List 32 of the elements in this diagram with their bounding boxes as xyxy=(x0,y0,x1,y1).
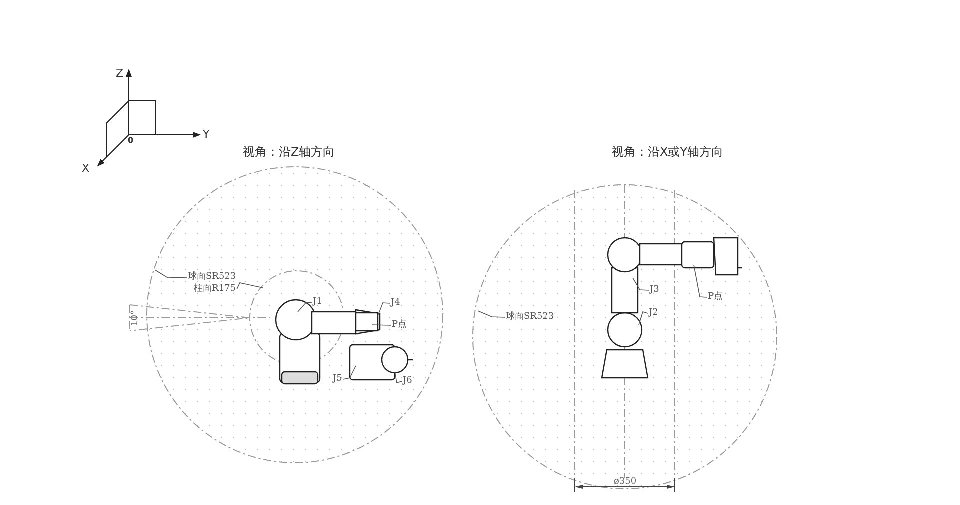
leader-line xyxy=(694,264,708,298)
axis-label: Z xyxy=(116,68,124,79)
leader-line xyxy=(154,270,188,278)
robot-arm-drawing xyxy=(275,299,413,385)
leader-line xyxy=(342,366,356,380)
callout-label: J2 xyxy=(648,308,660,319)
leader-line xyxy=(236,282,264,290)
leader-line xyxy=(638,312,648,326)
callout-label: P点 xyxy=(391,320,408,331)
callout-label: P点 xyxy=(707,292,724,303)
callout-label: J6 xyxy=(402,376,414,387)
leader-line xyxy=(372,324,392,326)
diameter-dimension: ø350 xyxy=(614,478,637,487)
view-caption: 视角：沿X或Y轴方向 xyxy=(612,146,724,158)
leader-line xyxy=(478,310,506,318)
axis-label: Y xyxy=(203,129,210,140)
callout-label: J5 xyxy=(332,374,344,385)
robot-arm-drawing xyxy=(601,237,742,379)
angle-dimension: 10° xyxy=(131,310,140,326)
callout-label: J1 xyxy=(312,297,324,308)
leader-line xyxy=(394,372,402,384)
callout-label: 球面SR523 xyxy=(505,312,556,323)
axis-label: X xyxy=(82,163,90,174)
origin-label: 0 xyxy=(128,137,134,145)
callout-label: 柱面R175 xyxy=(193,284,237,295)
callout-label: 球面SR523 xyxy=(187,272,238,283)
leader-line xyxy=(298,302,312,312)
view-caption: 视角：沿Z轴方向 xyxy=(243,146,336,158)
leader-line xyxy=(378,302,390,316)
leader-line xyxy=(632,278,650,291)
callout-label: J3 xyxy=(649,285,660,296)
callout-label: J4 xyxy=(390,298,402,309)
